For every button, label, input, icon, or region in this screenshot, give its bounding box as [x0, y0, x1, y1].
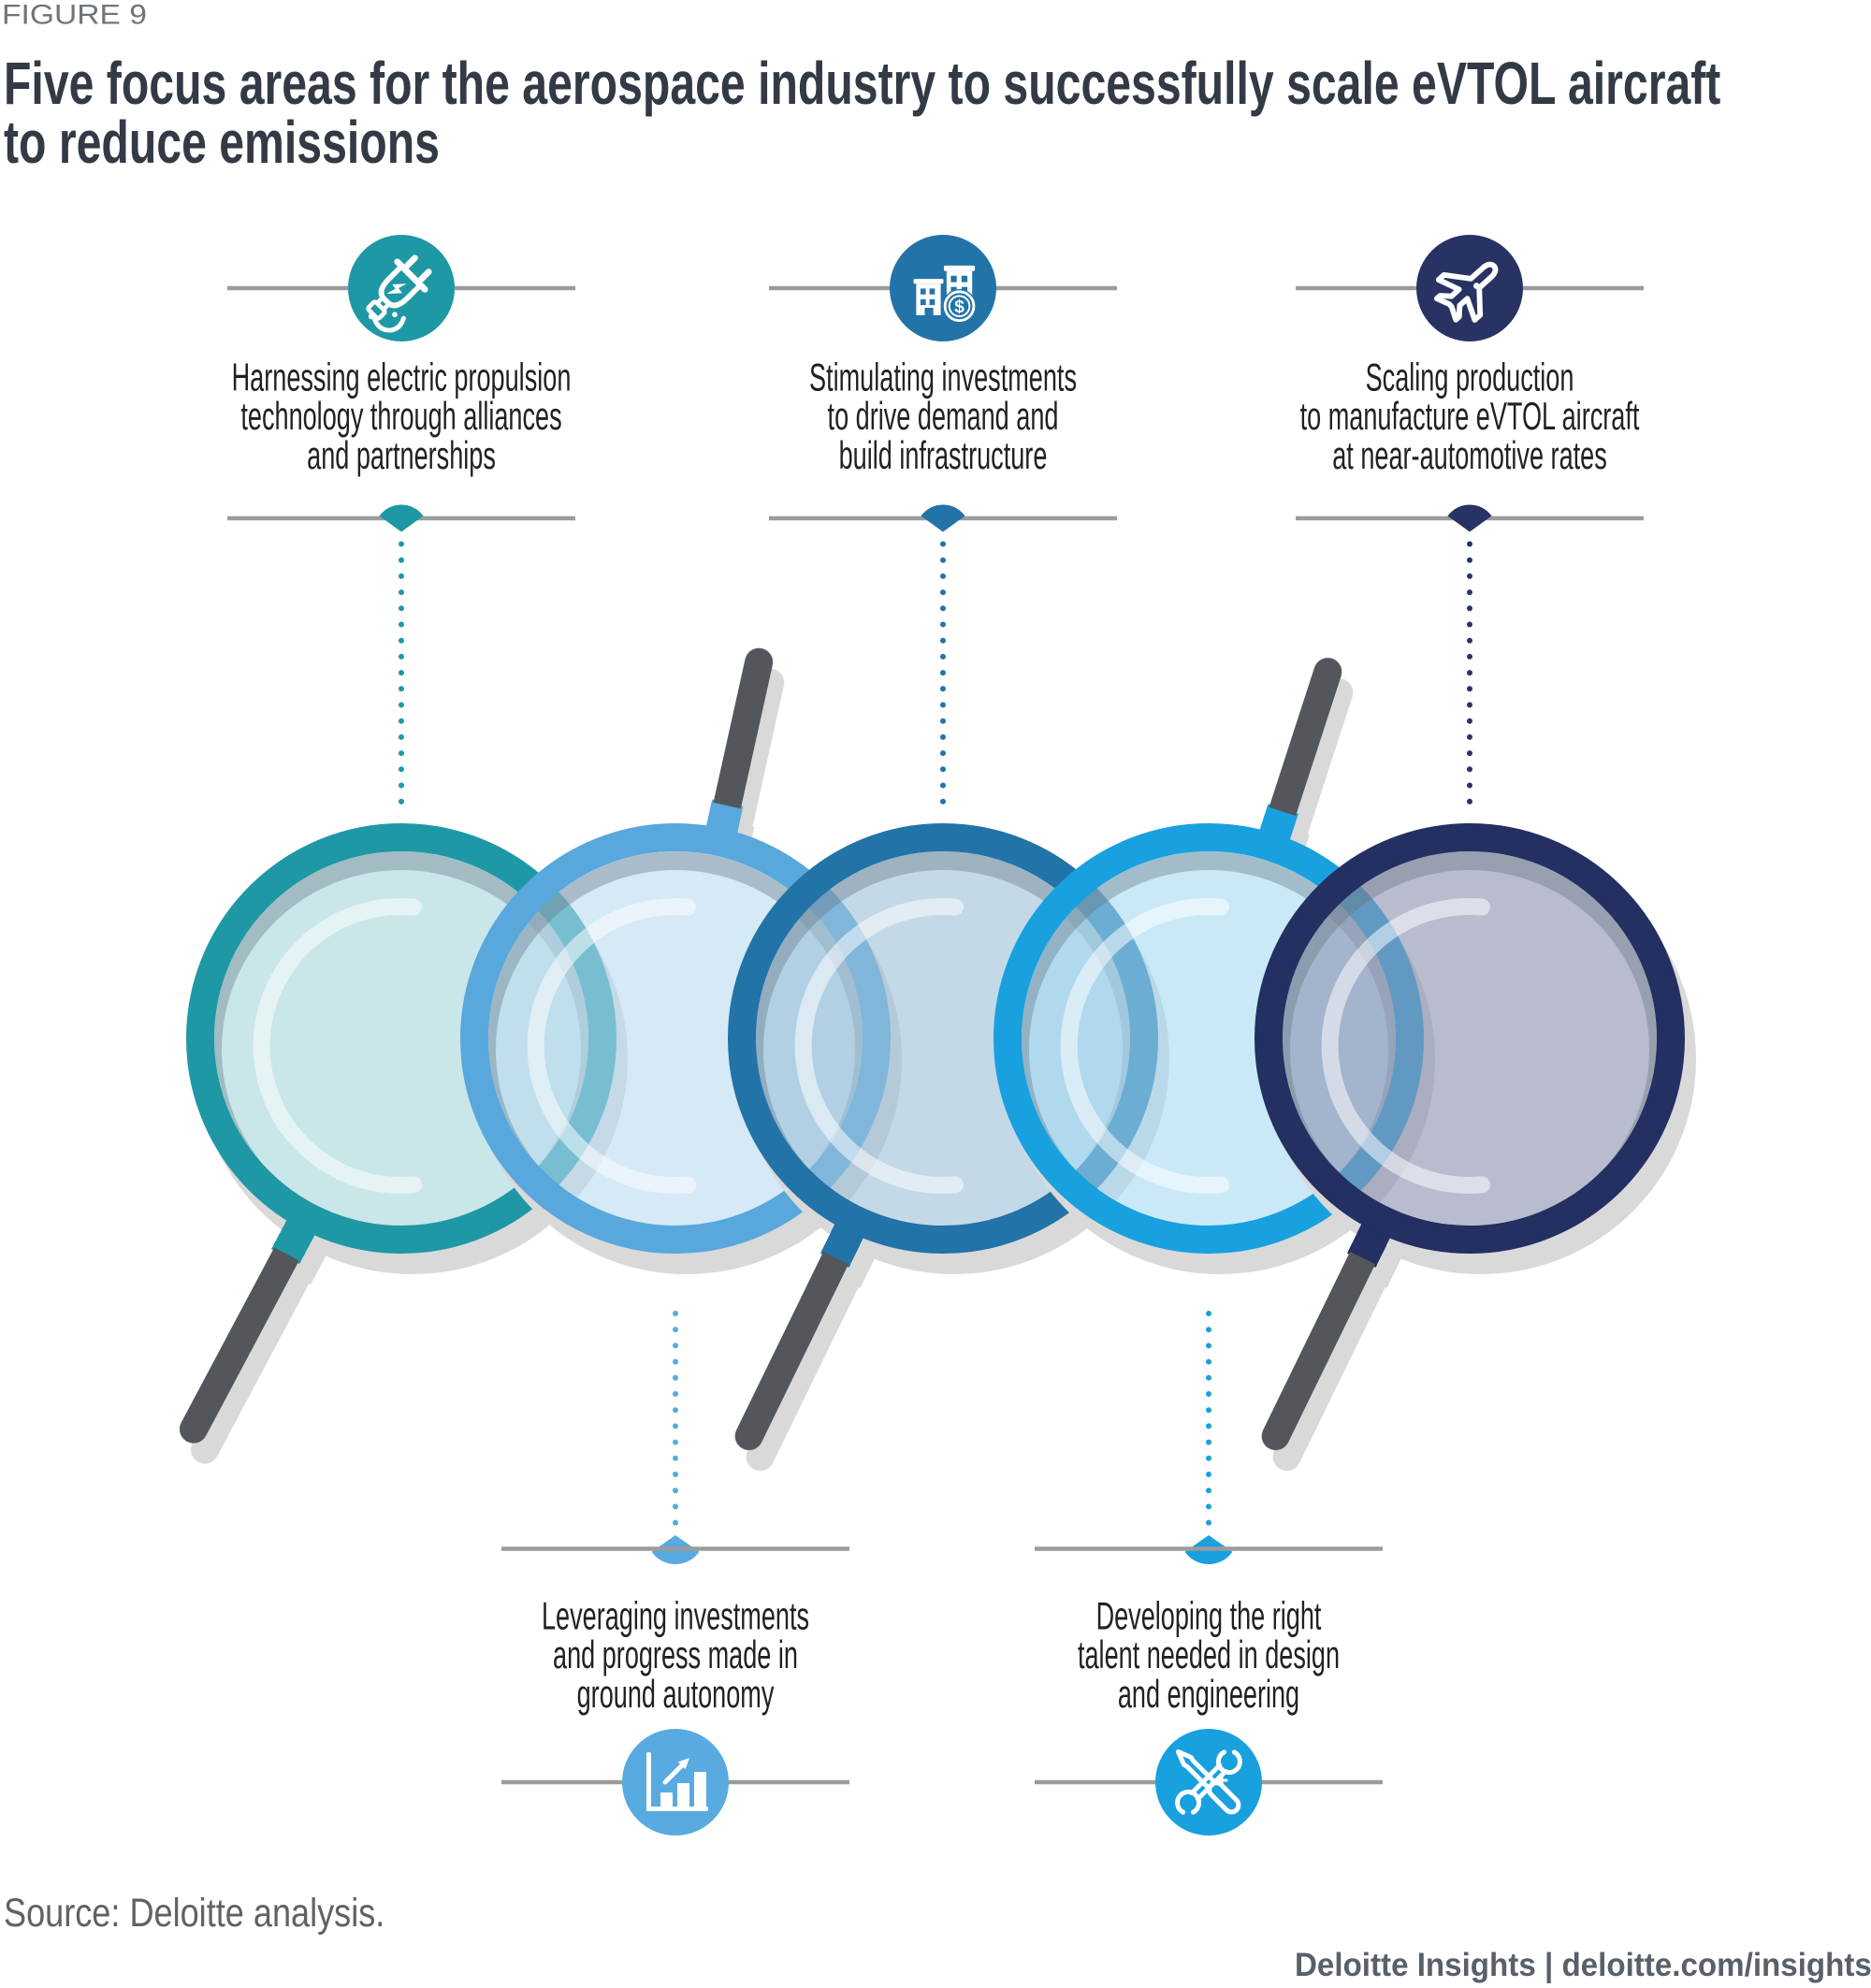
- svg-text:Deloitte Insights | deloitte.c: Deloitte Insights | deloitte.com/insight…: [1295, 1947, 1871, 1983]
- svg-text:FIGURE 9: FIGURE 9: [2, 0, 147, 30]
- svg-text:and progress made in: and progress made in: [553, 1633, 798, 1676]
- svg-text:to drive demand and: to drive demand and: [828, 395, 1059, 438]
- svg-text:Scaling production: Scaling production: [1366, 356, 1574, 399]
- svg-text:Five focus areas for the aeros: Five focus areas for the aerospace indus…: [4, 51, 1720, 118]
- svg-text:to manufacture eVTOL aircraft: to manufacture eVTOL aircraft: [1300, 395, 1640, 438]
- svg-text:Stimulating investments: Stimulating investments: [809, 356, 1077, 399]
- svg-text:talent needed in design: talent needed in design: [1078, 1633, 1340, 1676]
- svg-text:ground autonomy: ground autonomy: [577, 1673, 775, 1716]
- svg-text:Harnessing electric propulsion: Harnessing electric propulsion: [232, 356, 572, 399]
- svg-text:and engineering: and engineering: [1118, 1673, 1299, 1716]
- svg-text:to reduce emissions: to reduce emissions: [4, 110, 440, 177]
- svg-text:and partnerships: and partnerships: [307, 434, 496, 477]
- svg-text:Leveraging investments: Leveraging investments: [542, 1595, 809, 1638]
- svg-text:build infrastructure: build infrastructure: [839, 434, 1048, 477]
- svg-text:Developing the right: Developing the right: [1096, 1595, 1322, 1638]
- svg-text:$: $: [954, 297, 965, 317]
- svg-text:at near-automotive rates: at near-automotive rates: [1332, 434, 1607, 477]
- svg-text:technology through alliances: technology through alliances: [240, 395, 561, 438]
- svg-text:Source: Deloitte analysis.: Source: Deloitte analysis.: [4, 1891, 384, 1936]
